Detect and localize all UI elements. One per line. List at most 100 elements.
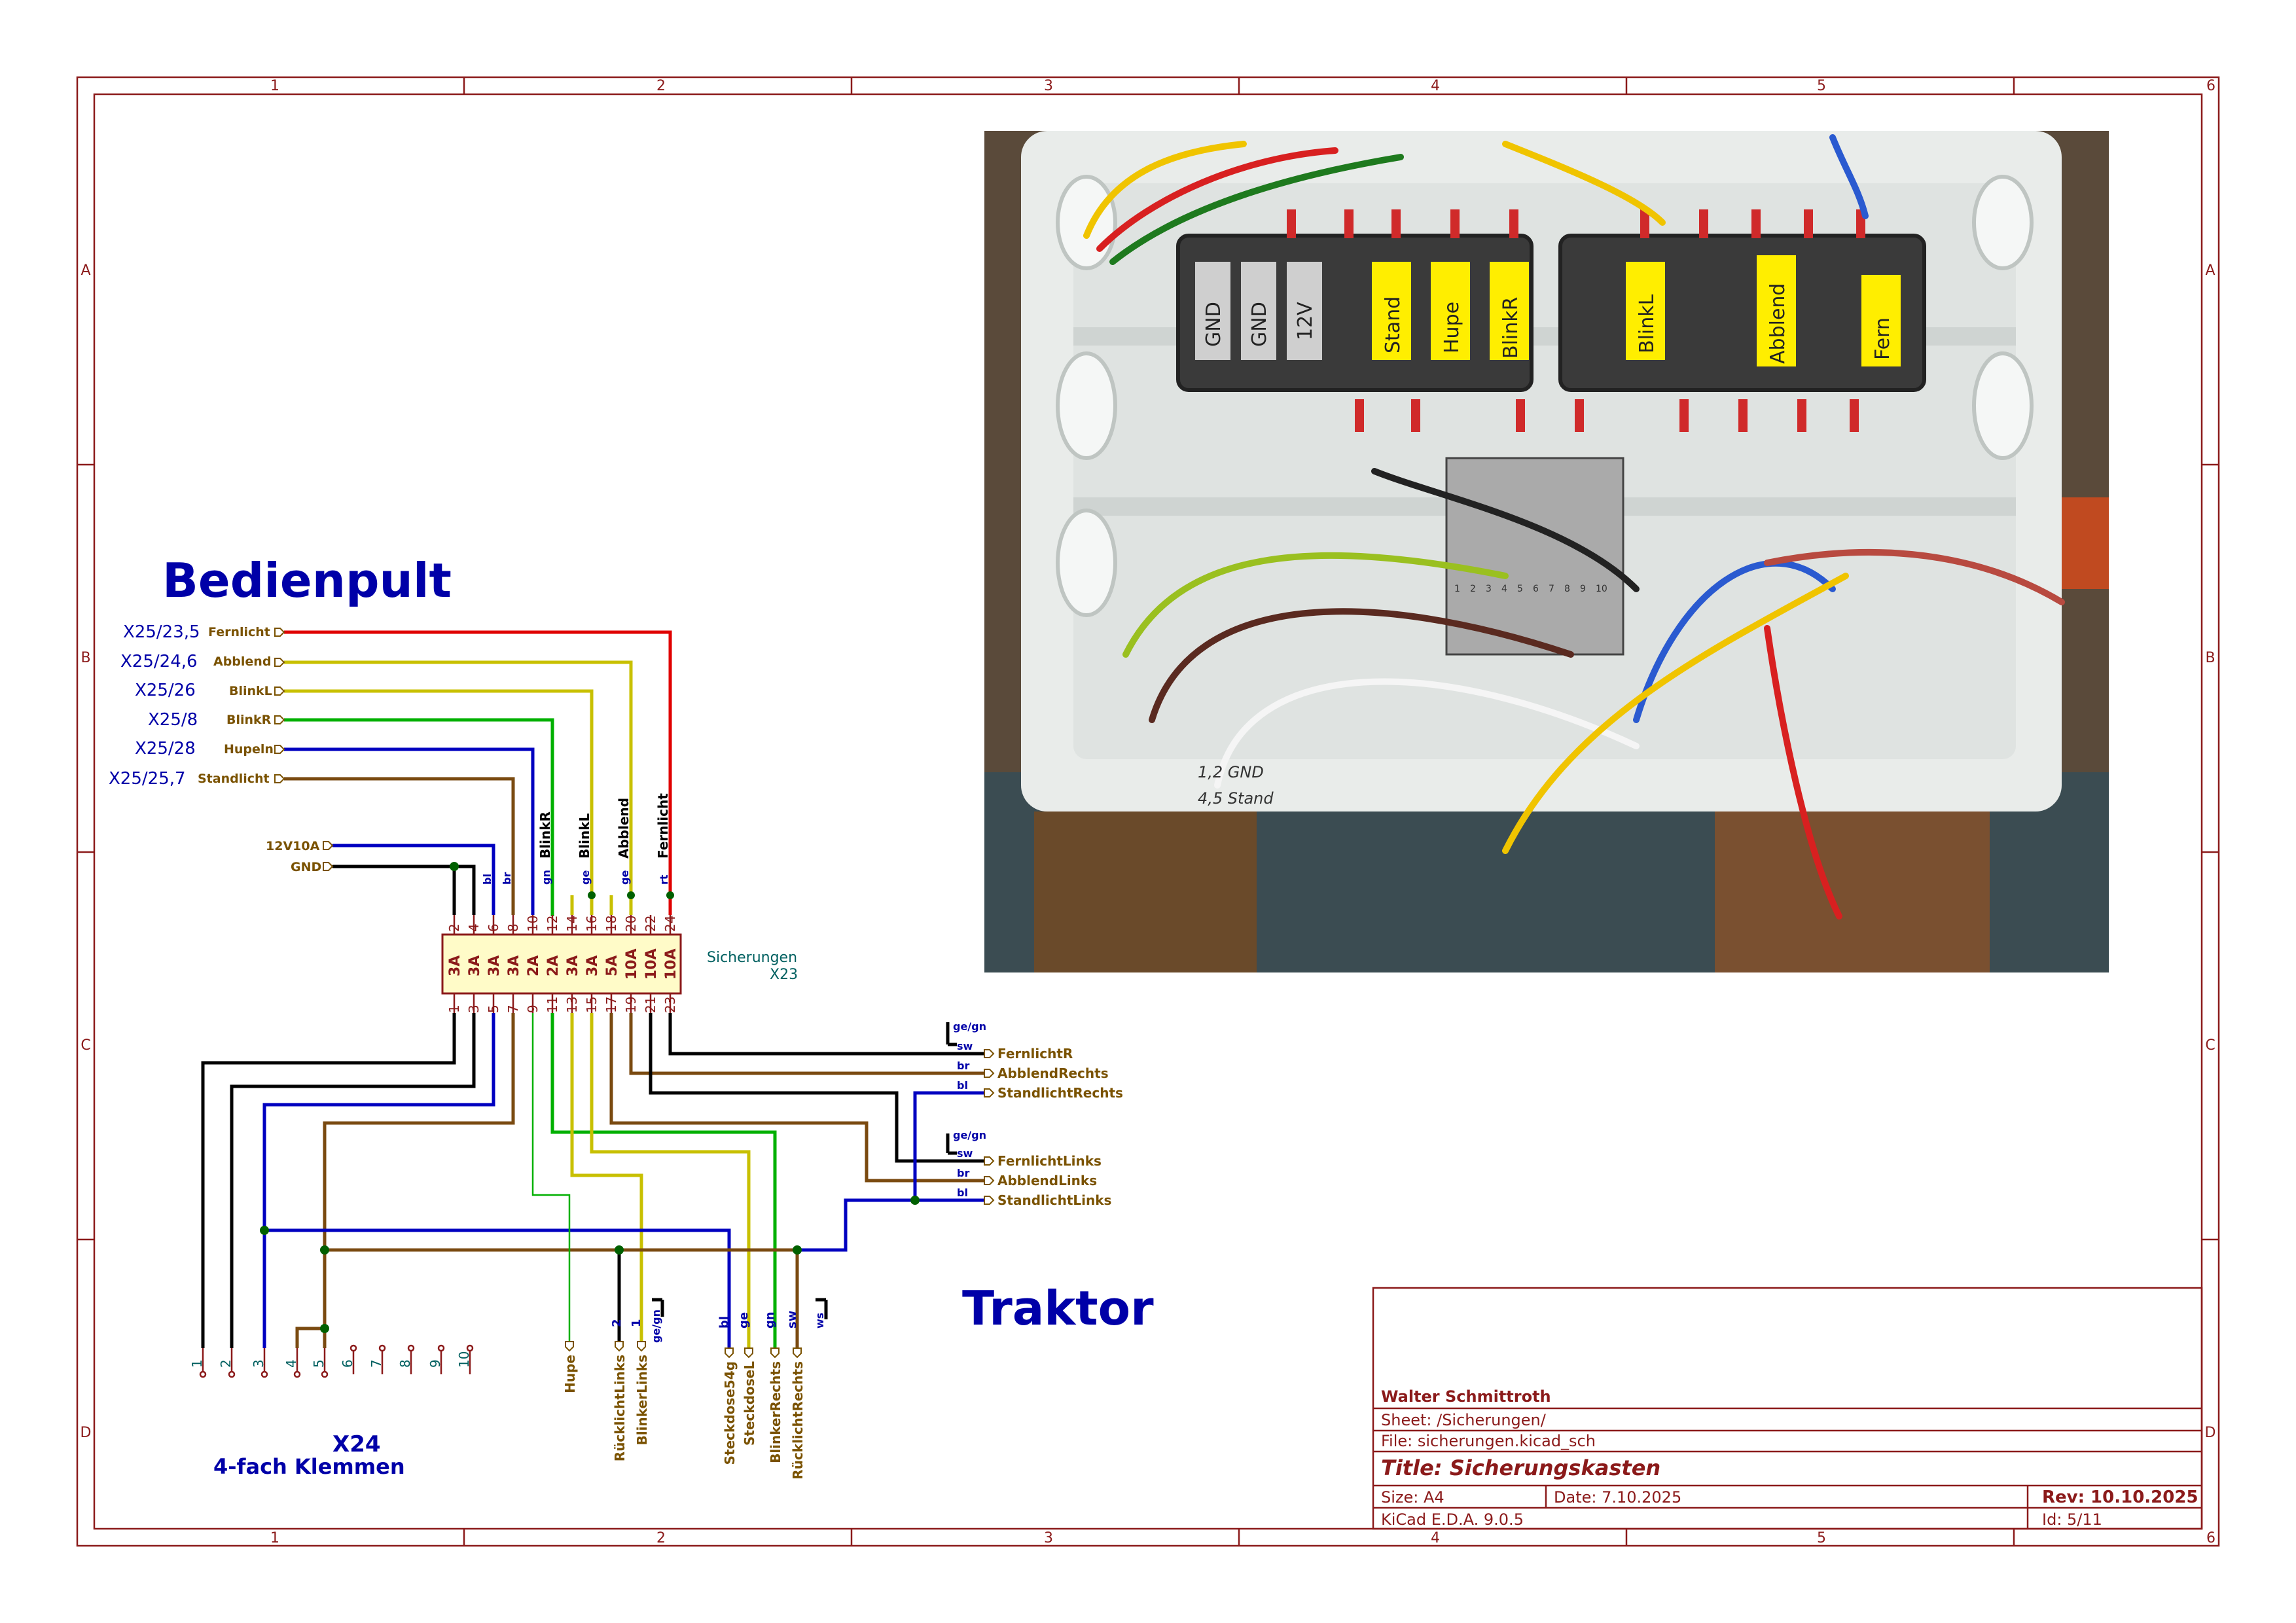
label-steckdose54: Steckdose54g [722,1361,738,1465]
photo-terminal-10: 10 [1596,584,1607,594]
col-label-2: 2 [656,78,666,94]
out-tag-4: br [957,1167,969,1179]
photo-label-gnd-2: GND [1248,302,1271,347]
gnd-tag-1: ge/gn [953,1129,986,1141]
fuse-rating-10: 10A [643,948,660,980]
input-signal-4: Hupeln [224,742,274,757]
power-gnd: GND [291,860,321,874]
fuse-block-x23: 2 4 6 8 10 12 14 16 18 20 22 24 1 3 5 7 … [441,915,798,1013]
bottom-pin-2: 2 [610,1319,624,1327]
fuse-pin-bot-0: 1 [446,1005,462,1013]
col-label-2b: 2 [656,1530,666,1546]
photo-label-gnd-1: GND [1202,302,1225,347]
x24-pin-4: 5 [311,1359,327,1368]
label-blinker-links: BlinkerLinks [634,1355,650,1445]
label-rueck-links: RücklichtLinks [612,1355,628,1461]
input-signal-1: Abblend [213,654,271,669]
input-signal-0: Fernlicht [208,625,270,639]
row-label-c-right: C [2205,1037,2215,1054]
fuse-rating-5: 2A [545,955,562,976]
bottom-tag-bl: bl [717,1316,731,1329]
out-label-1: AbblendRechts [997,1065,1109,1081]
fuse-pin-top-6: 14 [564,916,580,932]
input-wires [284,630,672,916]
x24-title: X24 [332,1431,381,1457]
col-label-1b: 1 [270,1530,279,1546]
fuse-rating-2: 3A [486,955,503,976]
fuse-rating-1: 3A [467,955,483,976]
col-label-4b: 4 [1431,1530,1440,1546]
ground-tags: ge/gn ge/gn ge/gn ws [650,1020,986,1343]
fuse-pin-bot-9: 19 [623,997,639,1013]
x24-pin-0: 1 [189,1359,205,1368]
col-label-5b: 5 [1817,1530,1826,1546]
photo-terminal-1: 1 [1454,584,1460,594]
fuse-pin-bot-7: 15 [584,997,600,1013]
gnd-tag-2: ge/gn [650,1310,662,1343]
fuse-pin-top-1: 4 [466,923,482,932]
input-signal-2: BlinkL [229,684,272,698]
label-blinker-rechts: BlinkerRechts [768,1361,783,1463]
photo-label-fern: Fern [1871,317,1894,360]
bottom-pin-1: 1 [630,1319,643,1327]
top-junctions [588,891,674,899]
output-junctions [260,1196,920,1333]
bottom-tag-ge: ge [737,1312,751,1329]
heading-traktor: Traktor [962,1281,1154,1336]
x24-pin-7: 8 [397,1359,413,1368]
tb-sheet: Sheet: /Sicherungen/ [1381,1411,1547,1429]
fuse-pin-bot-10: 21 [643,997,658,1013]
photo-terminal-9: 9 [1580,584,1586,594]
fuse-pin-top-11: 24 [662,916,678,932]
right-output-labels: FernlichtR AbblendRechts StandlichtRecht… [997,1046,1123,1208]
photo-label-hupe: Hupe [1441,302,1463,353]
fuse-rating-0: 3A [447,955,463,976]
label-rueck-rechts: RücklichtRechts [790,1361,806,1480]
photo-label-blinkl: BlinkL [1636,294,1659,353]
input-ref-1: X25/24,6 [120,652,198,671]
input-ref-3: X25/8 [148,710,198,730]
input-ref-4: X25/28 [135,739,196,758]
fuse-pin-top-2: 6 [486,923,501,932]
out-tag-0: sw [957,1040,973,1052]
row-label-b-right: B [2205,650,2215,666]
label-hupe: Hupe [562,1355,578,1393]
fuse-pin-bot-6: 13 [564,997,580,1013]
tb-file: File: sicherungen.kicad_sch [1381,1432,1596,1450]
col-label-3b: 3 [1044,1530,1053,1546]
row-label-a-right: A [2205,262,2215,279]
photo-terminal-6: 6 [1533,584,1539,594]
photo-terminal-8: 8 [1564,584,1570,594]
ground-symbols [652,1022,957,1319]
fuse-pin-top-5: 12 [545,916,560,932]
out-label-5: StandlichtLinks [997,1192,1111,1208]
photo-terminal-5: 5 [1517,584,1523,594]
fuse-pin-top-9: 20 [623,916,639,932]
fuse-rating-9: 10A [624,948,640,980]
thin-wires [531,1013,571,1342]
fuse-pin-top-7: 16 [584,916,600,932]
gnd-tag-0: ge/gn [953,1020,986,1033]
photo-handwriting-1: 1,2 GND [1198,763,1264,781]
row-label-b: B [81,650,90,666]
col-label-6b: 6 [2206,1530,2215,1546]
fuse-pin-bot-1: 3 [466,1005,482,1013]
x24-pin-8: 9 [427,1359,443,1368]
photo-terminal-3: 3 [1486,584,1492,594]
x24-pin-3: 4 [283,1359,299,1368]
tb-date: Date: 7.10.2025 [1554,1488,1681,1507]
fuse-rating-7: 3A [584,955,601,976]
gnd-tag-3: ws [814,1313,826,1329]
x24-subtitle: 4-fach Klemmen [213,1454,405,1479]
fuse-pin-top-10: 22 [643,916,658,932]
tag-ge-1: ge [579,870,592,885]
title-block: Walter Schmittroth Sheet: /Sicherungen/ … [1372,1287,2203,1530]
tb-id: Id: 5/11 [2042,1510,2102,1529]
x24-pin-1: 2 [218,1359,234,1368]
fuse-rating-3: 3A [506,955,522,976]
col-label-3: 3 [1044,78,1053,94]
tb-author: Walter Schmittroth [1381,1387,1551,1406]
vlabel-blinkr: BlinkR [537,812,553,859]
out-tag-1: br [957,1060,969,1072]
row-label-c: C [81,1037,90,1054]
